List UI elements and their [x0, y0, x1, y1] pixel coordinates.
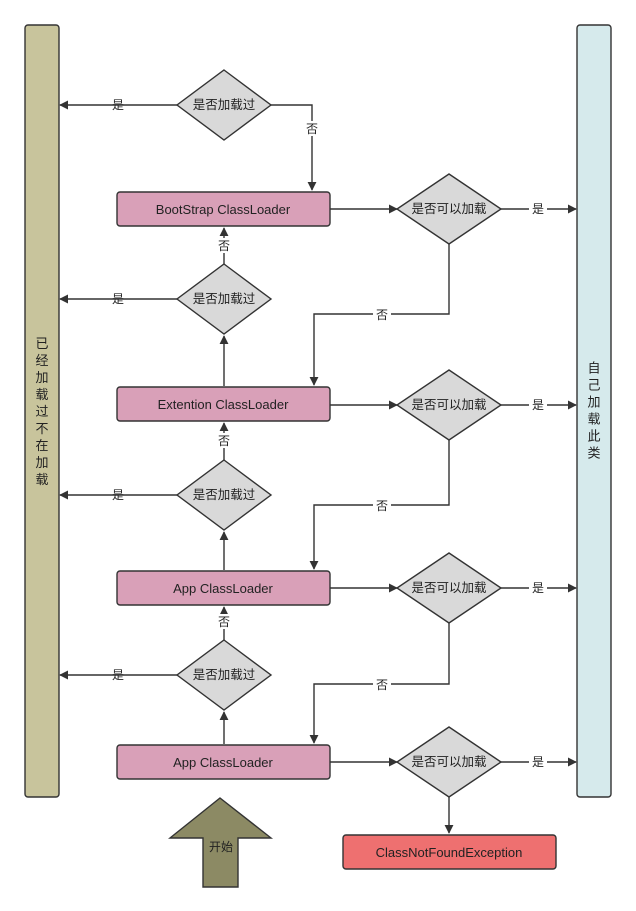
right-bar: [576, 24, 612, 798]
right-bar-label-char: 载: [587, 413, 600, 428]
can-load-label-1: 是否可以加载: [411, 201, 487, 216]
check-loaded-label-2: 是否加载过: [193, 291, 256, 306]
can-load-label-4: 是否可以加载: [411, 754, 487, 769]
check-loaded-label-4: 是否加载过: [193, 667, 256, 682]
left-bar-label-char: 过: [35, 405, 48, 420]
left-bar-label-char: 不: [35, 422, 48, 437]
loader-label-app-2: App ClassLoader: [173, 755, 273, 770]
left-bar: [24, 24, 60, 798]
check-loaded-diamond-1: [175, 69, 273, 141]
check-loaded-label-3: 是否加载过: [193, 487, 256, 502]
left-bar-label-char: 载: [35, 473, 48, 488]
can-load-yes-label-1: 是: [532, 202, 544, 216]
check-loaded-diamond-2: [175, 263, 273, 335]
can-load-yes-label-3: 是: [532, 581, 544, 595]
loader-label-app-1: App ClassLoader: [173, 581, 273, 596]
left-bar-label-char: 经: [35, 354, 48, 369]
left-bar-label-char: 已: [35, 337, 48, 352]
yes-label-2: 是: [112, 292, 124, 306]
can-load-label-3: 是否可以加载: [411, 580, 487, 595]
start-label: 开始: [209, 840, 233, 854]
right-bar-label-char: 类: [587, 447, 600, 462]
can-load-no-label-2: 否: [376, 499, 388, 513]
right-bar-label-char: 此: [587, 430, 600, 445]
left-bar-label-char: 载: [35, 388, 48, 403]
can-load-no-label-3: 否: [376, 678, 388, 692]
no-label-up-3: 否: [218, 434, 230, 448]
left-bar-label-char: 加: [35, 456, 48, 471]
left-bar-label-char: 在: [35, 439, 48, 454]
can-load-yes-label-2: 是: [532, 398, 544, 412]
check-loaded-label-1: 是否加载过: [193, 97, 256, 112]
check-loaded-diamond-3: [175, 459, 273, 531]
yes-label-4: 是: [112, 668, 124, 682]
start-arrow-icon: [168, 797, 274, 888]
exception-label: ClassNotFoundException: [376, 845, 523, 860]
can-load-label-2: 是否可以加载: [411, 397, 487, 412]
yes-label-1: 是: [112, 98, 124, 112]
yes-label-3: 是: [112, 488, 124, 502]
can-load-no-label-1: 否: [376, 308, 388, 322]
check-loaded-diamond-4: [175, 639, 273, 711]
no-label-up-4: 否: [218, 615, 230, 629]
no-label-top: 否: [306, 122, 318, 136]
right-bar-label-char: 己: [587, 379, 600, 394]
loader-label-bootstrap: BootStrap ClassLoader: [156, 202, 291, 217]
exception-box: [342, 834, 557, 870]
left-bar-label-char: 加: [35, 371, 48, 386]
no-label-up-2: 否: [218, 239, 230, 253]
loader-box-extention: [116, 386, 331, 422]
right-bar-label-char: 自: [587, 362, 600, 377]
loader-label-extention: Extention ClassLoader: [158, 397, 289, 412]
right-bar-label-char: 加: [587, 396, 600, 411]
can-load-yes-label-4: 是: [532, 755, 544, 769]
edge-no-top: [271, 104, 317, 191]
